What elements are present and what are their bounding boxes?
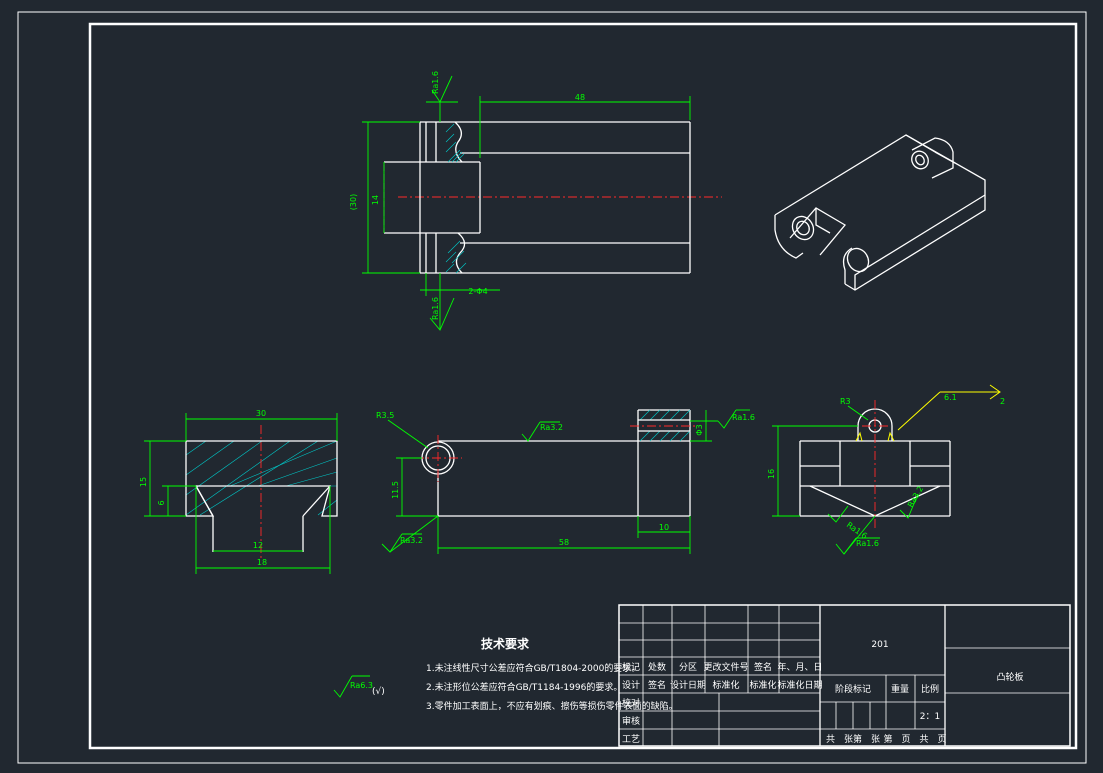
tb-standard-1: 标准化 <box>712 679 739 691</box>
top-roughness-bottom: Ra1.6 <box>431 297 440 320</box>
left-section-view: 30 15 6 12 18 <box>139 409 338 574</box>
tech-req-item-3: 3.零件加工表面上，不应有划痕、擦伤等损伤零件表面的缺陷。 <box>426 700 678 712</box>
top-roughness-top: Ra1.6 <box>431 71 440 94</box>
right-roughness-right: Ra3.2 <box>906 485 925 509</box>
outer-sheet-border <box>17 11 1087 764</box>
front-dim-tail: 10 <box>659 523 669 532</box>
top-dim-holes: 2-Φ4 <box>468 287 487 296</box>
right-view: 6.1 2 R3 16 Ra1.6 Ra3.2 Ra1.6 <box>767 384 1005 555</box>
tb-part-name: 凸轮板 <box>996 671 1023 683</box>
tb-date: 年、月、日 <box>777 661 822 673</box>
front-roughness-left: Ra3.2 <box>400 536 423 545</box>
left-dim-height: 15 <box>139 477 148 487</box>
right-callout: 6.1 <box>944 393 957 402</box>
left-dim-width: 30 <box>256 409 266 418</box>
tb-part-number: 201 <box>871 640 888 650</box>
tb-sign: 签名 <box>754 661 772 673</box>
left-dim-bottom-1: 12 <box>253 541 263 550</box>
title-block: 标记 处数 分区 更改文件号 签名 年、月、日 设计 签名 设计日期 标准化 标… <box>618 604 1071 747</box>
tb-standard-date: 标准化日期 <box>777 679 822 691</box>
right-dim-height: 16 <box>767 469 776 479</box>
global-roughness: Ra6.3 <box>350 681 373 690</box>
right-callout-2: 2 <box>1000 397 1005 406</box>
tb-check: 校对 <box>622 697 640 709</box>
global-roughness-other: (√) <box>372 686 385 697</box>
front-roughness-main: Ra3.2 <box>540 423 563 432</box>
tech-req-item-2: 2.未注形位公差应符合GB/T1184-1996的要求。 <box>426 681 622 693</box>
tb-design-date: 设计日期 <box>670 679 706 691</box>
tb-zone: 分区 <box>679 662 697 673</box>
left-dim-bottom-2: 18 <box>257 558 267 567</box>
tb-weight: 重量 <box>891 683 909 695</box>
right-dim-radius: R3 <box>840 397 851 406</box>
technical-requirements: 技术要求 1.未注线性尺寸公差应符合GB/T1804-2000的要求。 2.未注… <box>333 636 678 712</box>
isometric-view <box>774 134 986 291</box>
tb-design: 设计 <box>622 679 640 691</box>
tb-process: 工艺 <box>622 734 640 745</box>
tb-scale-label: 比例 <box>921 683 939 695</box>
tb-scale-value: 2：1 <box>920 712 940 722</box>
front-dim-right: Φ3 <box>695 424 704 435</box>
top-dim-inner: 14 <box>371 195 380 205</box>
tb-stage: 阶段标记 <box>835 683 871 695</box>
inner-frame-border <box>88 22 1078 750</box>
front-view: R3.5 Ra3.2 Ra1.6 Φ3 11.5 Ra3.2 58 10 <box>376 409 755 554</box>
tb-mark: 标记 <box>622 661 640 673</box>
right-roughness-bottom: Ra1.6 <box>856 539 879 548</box>
tb-review: 审核 <box>622 715 640 727</box>
tb-design-sign: 签名 <box>648 679 666 691</box>
top-dim-width: (30) <box>349 194 358 210</box>
tech-req-title: 技术要求 <box>481 636 530 651</box>
left-dim-groove: 6 <box>157 500 166 505</box>
front-dim-length: 58 <box>559 538 569 547</box>
tech-req-item-1: 1.未注线性尺寸公差应符合GB/T1804-2000的要求。 <box>426 662 640 674</box>
tb-sheet-2: 第 页 共 页 <box>883 733 946 745</box>
top-dim-length: 48 <box>575 93 585 102</box>
front-roughness-right: Ra1.6 <box>732 413 755 422</box>
top-view: 48 (30) 14 2-Φ4 Ra1.6 Ra1.6 <box>349 71 722 331</box>
front-dim-height: 11.5 <box>391 481 400 499</box>
tb-count: 处数 <box>648 661 666 673</box>
tb-sheet: 共 张第 张 <box>826 733 880 745</box>
tb-change-doc: 更改文件号 <box>703 661 748 673</box>
front-dim-radius: R3.5 <box>376 411 394 420</box>
tb-standard-2: 标准化 <box>749 679 776 691</box>
